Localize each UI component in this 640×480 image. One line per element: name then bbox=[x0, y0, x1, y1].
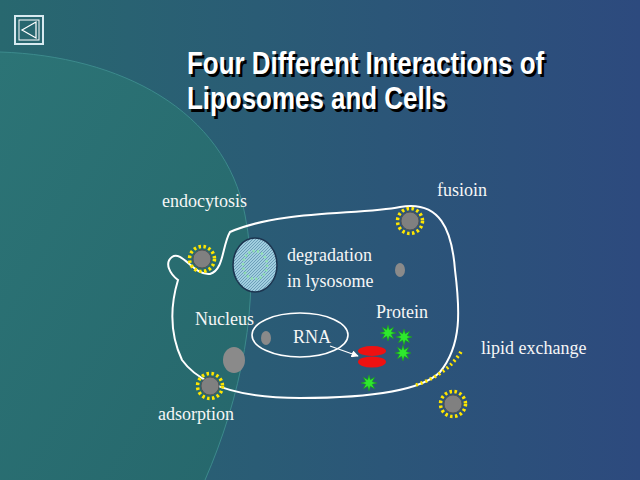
background-arc-edge bbox=[0, 52, 251, 480]
button-triangle bbox=[22, 22, 36, 38]
process-label: lipid exchange bbox=[481, 338, 586, 358]
lipid-bilayer bbox=[198, 374, 223, 399]
node-heading: Nucleus bbox=[195, 309, 254, 329]
lipid-bilayer bbox=[190, 247, 215, 272]
process-label: endocytosis bbox=[162, 191, 247, 211]
nucleus-membrane bbox=[252, 313, 348, 357]
button-inner bbox=[19, 20, 39, 40]
exchanged-lipids bbox=[416, 350, 462, 385]
node-text: RNA bbox=[293, 327, 331, 347]
protein-star bbox=[361, 375, 377, 391]
slide-title: Four Different Interactions of Liposomes… bbox=[187, 46, 568, 116]
nucleus: NucleusRNA bbox=[195, 305, 355, 367]
liposome-core bbox=[401, 212, 419, 230]
liposome-core bbox=[193, 250, 211, 268]
liposome bbox=[398, 209, 423, 234]
ribosome-subunit bbox=[358, 357, 386, 368]
lipid-bilayer bbox=[398, 209, 423, 234]
lysosome bbox=[233, 238, 277, 292]
lysosome-lipids bbox=[243, 251, 267, 279]
process-label: fusioin bbox=[437, 180, 487, 200]
liposome bbox=[190, 247, 215, 272]
liposome bbox=[198, 374, 223, 399]
back-button bbox=[15, 16, 43, 44]
process-label: adsorption bbox=[158, 404, 234, 424]
process-label: degradation in lysosome bbox=[287, 242, 382, 294]
background-arc bbox=[0, 52, 251, 480]
process-label: Protein bbox=[376, 302, 428, 322]
button-frame bbox=[15, 16, 43, 44]
protein-star bbox=[396, 329, 412, 345]
degraded-particle bbox=[395, 263, 405, 277]
liposome-core bbox=[444, 395, 462, 413]
protein-star bbox=[395, 345, 411, 361]
lysosome-body bbox=[233, 238, 277, 292]
ribosome-subunit bbox=[358, 346, 386, 356]
protein-star bbox=[380, 325, 396, 341]
cell-membrane bbox=[168, 206, 458, 398]
cytoplasmic-particle bbox=[223, 347, 245, 373]
nucleolus bbox=[261, 331, 271, 345]
liposome-core bbox=[201, 377, 219, 395]
liposome bbox=[441, 392, 466, 417]
lipid-bilayer bbox=[441, 392, 466, 417]
